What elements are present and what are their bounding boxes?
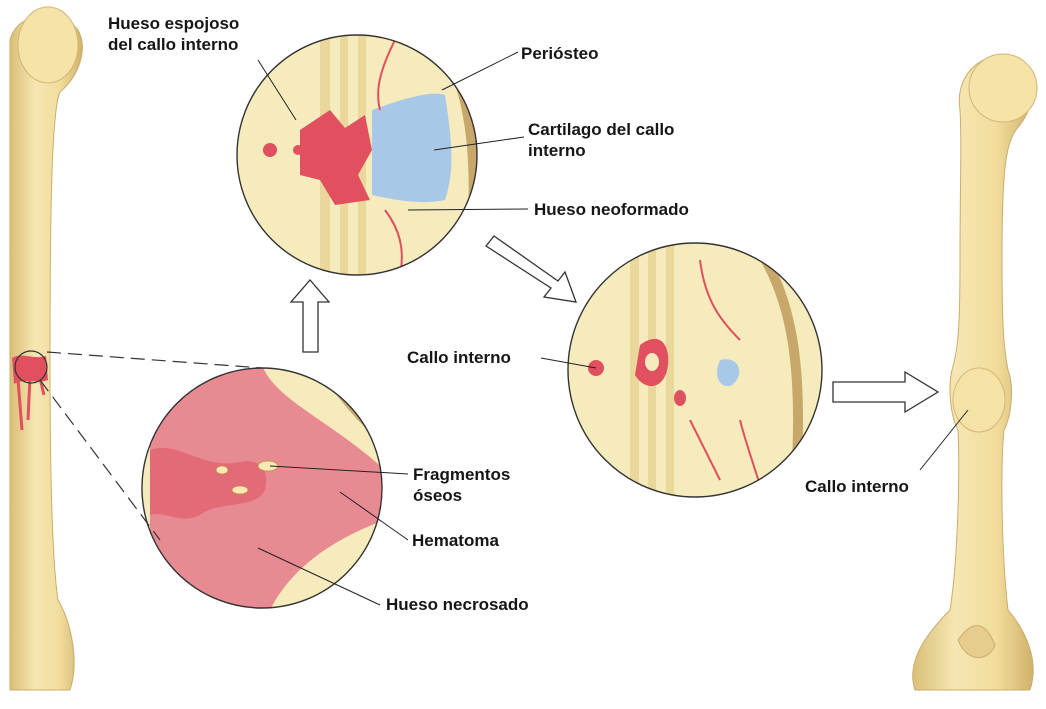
cartilage-callus-circle (235, 35, 480, 280)
label-bone-fragments: Fragmentos óseos (413, 464, 510, 506)
hematoma-stage-circle (140, 365, 385, 610)
label-bone-fragments-line2: óseos (413, 485, 510, 506)
arrow-right-icon (833, 372, 938, 412)
right-healed-bone (913, 54, 1037, 690)
label-new-bone: Hueso neoformado (534, 199, 689, 220)
label-internal-callus-mid: Callo interno (407, 347, 511, 368)
left-fractured-bone (10, 7, 82, 690)
label-hematoma: Hematoma (412, 530, 499, 551)
leader-periosteum (442, 52, 518, 90)
label-spongy-bone-line1: Hueso espojoso (108, 13, 239, 34)
label-spongy-bone: Hueso espojoso del callo interno (108, 13, 239, 55)
internal-callus-circle (565, 240, 825, 500)
label-cartilage-line1: Cartilago del callo (528, 119, 674, 140)
label-spongy-bone-line2: del callo interno (108, 34, 239, 55)
label-bone-fragments-line1: Fragmentos (413, 464, 510, 485)
label-internal-callus-right: Callo interno (805, 476, 909, 497)
label-cartilage: Cartilago del callo interno (528, 119, 674, 161)
arrow-diagonal-icon (486, 236, 576, 302)
label-cartilage-line2: interno (528, 140, 674, 161)
arrow-up-icon (291, 280, 329, 352)
label-necrotic-bone: Hueso necrosado (386, 594, 529, 615)
label-periosteum: Periósteo (521, 43, 598, 64)
